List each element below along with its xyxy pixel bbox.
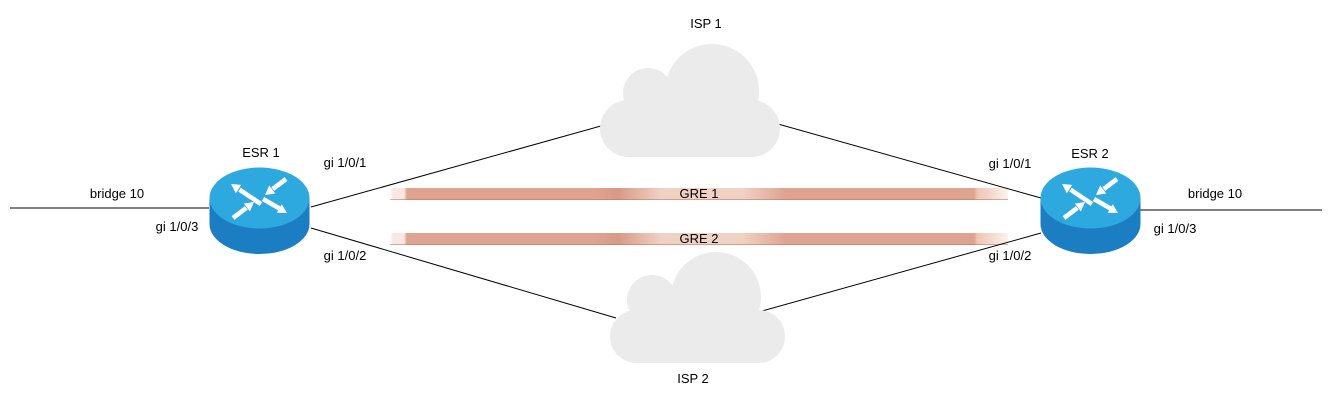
- esr1-gi-1-0-3-label: gi 1/0/3: [155, 219, 199, 234]
- esr2-gi-1-0-2-label: gi 1/0/2: [988, 248, 1032, 263]
- gre2-tunnel-label: GRE 2: [679, 231, 719, 246]
- isp2-label: ISP 2: [677, 371, 709, 386]
- esr1-label: ESR 1: [242, 145, 280, 160]
- isp1-cloud-icon: [600, 44, 780, 157]
- esr2-gi-1-0-3-label: gi 1/0/3: [1153, 221, 1197, 236]
- gre2-tunnel-bar: GRE 2: [390, 231, 1008, 246]
- esr2-bridge10-label: bridge 10: [1187, 186, 1243, 201]
- esr1-gi-1-0-1-label: gi 1/0/1: [323, 155, 367, 170]
- isp2-cloud-icon: [610, 252, 785, 363]
- esr1-gi-1-0-2-label: gi 1/0/2: [323, 248, 367, 263]
- esr1-bridge10-label: bridge 10: [89, 186, 145, 201]
- gre1-tunnel-bar: GRE 1: [390, 186, 1008, 201]
- esr2-router-icon: [1041, 168, 1141, 255]
- gre1-tunnel-label: GRE 1: [679, 186, 719, 201]
- esr2-gi-1-0-1-label: gi 1/0/1: [988, 156, 1032, 171]
- esr2-label: ESR 2: [1071, 146, 1109, 161]
- isp1-label: ISP 1: [690, 16, 722, 31]
- esr1-router-icon: [210, 168, 310, 255]
